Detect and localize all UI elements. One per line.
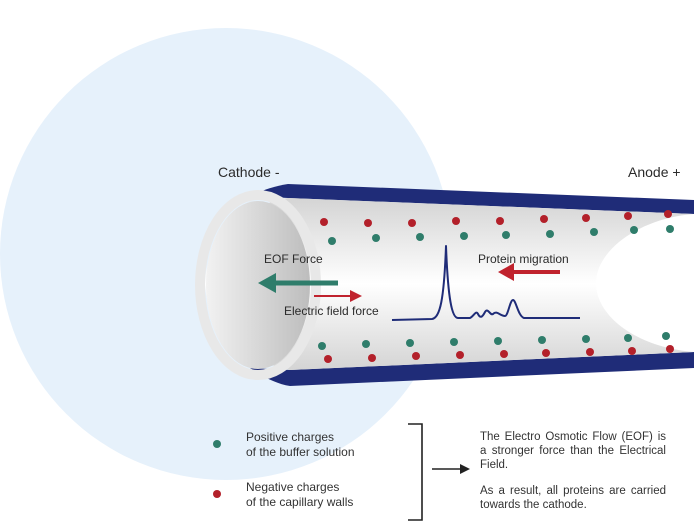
positive-charge: [494, 337, 502, 345]
eof-explanation-2: As a result, all proteins are carried to…: [480, 485, 666, 511]
negative-charge: [582, 214, 590, 222]
eof-explanation-1: The Electro Osmotic Flow (EOF) is a stro…: [480, 431, 666, 471]
positive-charge: [546, 230, 554, 238]
legend-negative-dot: [213, 490, 221, 498]
negative-charge: [456, 351, 464, 359]
positive-charge: [582, 335, 590, 343]
positive-charge: [318, 342, 326, 350]
negative-charge: [628, 347, 636, 355]
result-arrow: [432, 464, 470, 474]
legend-positive-dot: [213, 440, 221, 448]
positive-charge: [372, 234, 380, 242]
eof-arrow: [258, 273, 338, 293]
negative-charge: [542, 349, 550, 357]
legend-negative-text: Negative charges of the capillary walls: [246, 480, 354, 509]
positive-charge: [416, 233, 424, 241]
tube-right-end: [596, 214, 694, 352]
anode-label: Anode +: [628, 164, 681, 180]
positive-charge: [662, 332, 670, 340]
tube-bottom-wall: [250, 352, 694, 386]
electric-field-arrow: [314, 290, 362, 302]
negative-charge: [320, 218, 328, 226]
protein-migration-label: Protein migration: [478, 252, 569, 266]
electric-field-force-label: Electric field force: [284, 304, 379, 318]
positive-charge: [406, 339, 414, 347]
negative-charge: [586, 348, 594, 356]
negative-charge: [500, 350, 508, 358]
negative-charge: [666, 345, 674, 353]
positive-charge: [328, 237, 336, 245]
negative-charge: [412, 352, 420, 360]
tube-top-wall: [252, 184, 694, 214]
electropherogram-line: [391, 245, 580, 321]
negative-charge: [364, 219, 372, 227]
negative-charge: [664, 210, 672, 218]
positive-charge: [460, 232, 468, 240]
positive-charge: [450, 338, 458, 346]
negative-charge: [624, 212, 632, 220]
positive-charge: [538, 336, 546, 344]
negative-charge: [408, 219, 416, 227]
negative-charge: [496, 217, 504, 225]
eof-force-label: EOF Force: [264, 252, 323, 266]
positive-charge: [666, 225, 674, 233]
positive-charge: [502, 231, 510, 239]
cathode-label: Cathode -: [218, 164, 280, 180]
positive-charge: [630, 226, 638, 234]
protein-migration-arrow: [498, 263, 560, 281]
positive-charge: [590, 228, 598, 236]
negative-charge: [324, 355, 332, 363]
legend-positive-text: Positive charges of the buffer solution: [246, 430, 355, 459]
tube-inner: [205, 198, 694, 370]
tube-mouth: [206, 201, 310, 369]
negative-charge: [452, 217, 460, 225]
negative-charge: [540, 215, 548, 223]
legend-bracket: [408, 423, 423, 521]
positive-charge: [624, 334, 632, 342]
positive-charge: [362, 340, 370, 348]
negative-charge: [368, 354, 376, 362]
